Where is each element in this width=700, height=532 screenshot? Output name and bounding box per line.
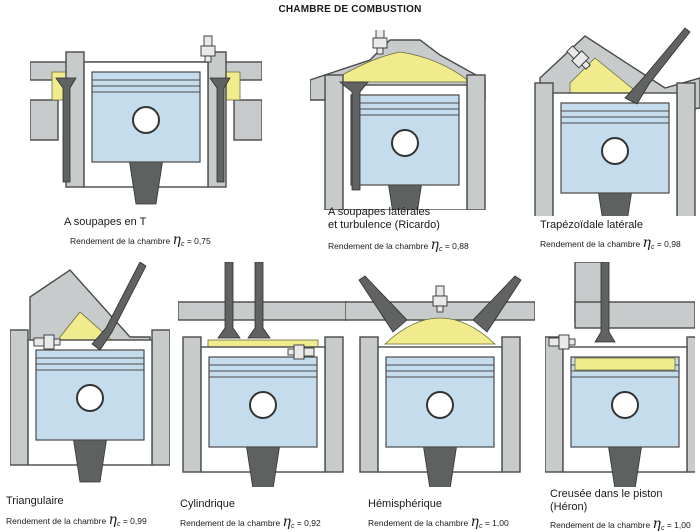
chamber-diagram-t-head [30, 22, 262, 222]
chamber-efficiency: Rendement de la chambre ηc = 0,92 [180, 514, 321, 530]
chamber-name: Hémisphérique [368, 498, 442, 510]
chamber-diagram-hemispherical [345, 262, 535, 487]
chamber-diagram-heron [545, 262, 695, 487]
chamber-name: A soupapes en T [64, 216, 147, 228]
chamber-diagram-trapezoidal [525, 18, 700, 216]
chamber-diagram-ricardo [310, 30, 500, 210]
chamber-efficiency: Rendement de la chambre ηc = 0,75 [70, 232, 211, 248]
chamber-name: Creusée dans le piston(Héron) [550, 488, 663, 513]
chamber-efficiency: Rendement de la chambre ηc = 1,00 [550, 516, 691, 532]
chamber-efficiency: Rendement de la chambre ηc = 0,98 [540, 235, 681, 251]
chamber-efficiency: Rendement de la chambre ηc = 0,99 [6, 512, 147, 528]
chamber-diagram-triangular [10, 262, 170, 487]
page-title: CHAMBRE DE COMBUSTION [278, 4, 422, 15]
chamber-name: Trapézoïdale latérale [540, 219, 643, 231]
chamber-name: Triangulaire [6, 495, 64, 507]
chamber-efficiency: Rendement de la chambre ηc = 0,88 [328, 237, 469, 253]
chamber-efficiency: Rendement de la chambre ηc = 1,00 [368, 514, 509, 530]
chamber-name: Cylindrique [180, 498, 236, 510]
chamber-diagram-cylindrical [178, 262, 348, 487]
